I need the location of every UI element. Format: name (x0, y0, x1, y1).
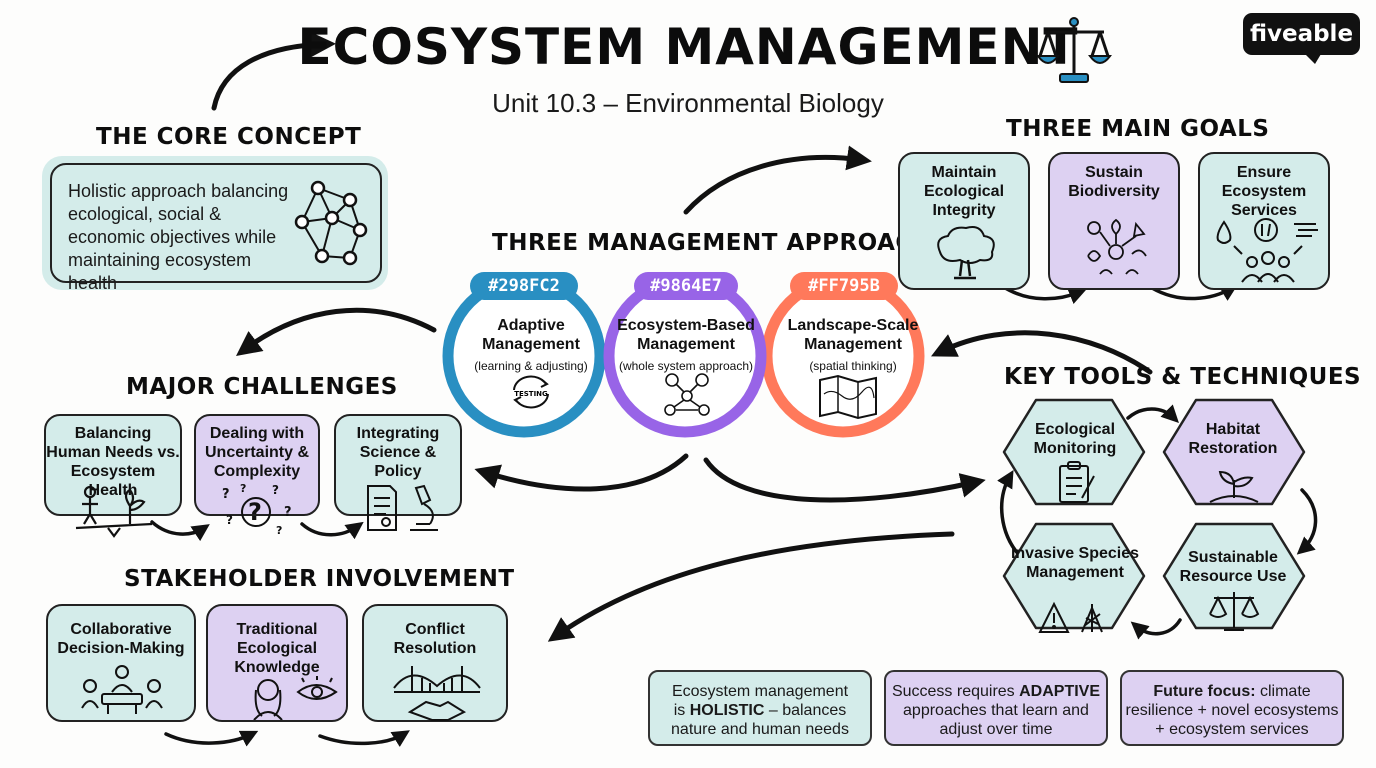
balance-icon (1209, 592, 1260, 631)
page-title: ECOSYSTEM MANAGEMENT (297, 18, 1079, 76)
summary-holistic: Ecosystem management is HOLISTIC – balan… (648, 670, 872, 746)
challenge-label: Integrating Science & Policy (356, 425, 440, 480)
approach-rings (442, 274, 925, 438)
svg-text:?: ? (226, 513, 233, 527)
question-marks-icon: ?? ?? ?? ? (222, 482, 292, 537)
goals-heading: THREE MAIN GOALS (1006, 116, 1270, 142)
warning-icon (1038, 601, 1103, 633)
landscape-code-badge: #FF795B (790, 272, 898, 300)
landscape-note: (spatial thinking) (809, 359, 897, 373)
goal-label: Ensure Ecosystem Services (1221, 164, 1307, 219)
challenge-label: Dealing with Uncertainty & Complexity (204, 425, 310, 480)
cycle-testing-icon: TESTING (513, 375, 549, 409)
ecosystem-note: (whole system approach) (618, 359, 754, 373)
testing-label: TESTING (514, 390, 548, 398)
summary-emphasis: Future focus: (1153, 683, 1256, 700)
goal-label: Maintain Ecological Integrity (923, 164, 1005, 219)
adaptive-note: (learning & adjusting) (474, 359, 588, 373)
stakeholders-heading: STAKEHOLDER INVOLVEMENT (124, 566, 515, 592)
arrow-rings-to-challenges (474, 453, 689, 492)
clipboard-icon (1059, 461, 1095, 503)
adaptive-code-badge: #298FC2 (470, 272, 578, 300)
core-concept-card (50, 163, 382, 283)
stakeholder-label: Conflict Resolution (393, 621, 477, 657)
arrow-to-goals (683, 145, 872, 215)
core-concept-heading: THE CORE CONCEPT (96, 124, 362, 150)
map-icon (819, 374, 877, 420)
goal-biodiversity: Sustain Biodiversity (1048, 152, 1180, 290)
tool-sustainable-resource: Sustainable Resource Use (1179, 549, 1287, 585)
summary-text: Ecosystem management (671, 683, 849, 700)
stakeholder-collaborative: Collaborative Decision-Making (46, 604, 196, 722)
elder-eye-icon (253, 676, 338, 720)
arrow-to-challenges (235, 307, 437, 356)
approaches-heading: THREE MANAGEMENT APPROACHES (492, 230, 966, 256)
tools-hexagons (1002, 398, 1306, 630)
svg-text:?: ? (284, 505, 292, 520)
document-microscope-icon (367, 484, 438, 531)
summary-emphasis: HOLISTIC (689, 702, 765, 719)
summary-future: Future focus: climate resilience + novel… (1120, 670, 1344, 746)
summary-emphasis: ADAPTIVE (1019, 683, 1101, 700)
core-concept-text: Holistic approach balancing ecological, … (68, 181, 289, 293)
goal-ecosystem-services: Ensure Ecosystem Services (1198, 152, 1330, 290)
challenge-science-policy: Integrating Science & Policy (334, 414, 462, 516)
stakeholder-conflict: Conflict Resolution (362, 604, 508, 722)
challenges-heading: MAJOR CHALLENGES (126, 374, 398, 400)
stakeholder-label: Collaborative Decision-Making (57, 621, 185, 657)
landscape-title: Landscape-Scale Management (787, 317, 919, 353)
goal-ecological-integrity: Maintain Ecological Integrity (898, 152, 1030, 290)
system-web-icon (664, 373, 710, 416)
adaptive-approach: Adaptive Management (learning & adjustin… (466, 316, 596, 376)
arrow-tools-to-stakeholders (547, 531, 955, 642)
svg-text:?: ? (276, 524, 282, 537)
summary-text: Success requires (891, 683, 1020, 700)
summary-adaptive: Success requires ADAPTIVE approaches tha… (884, 670, 1108, 746)
svg-text:?: ? (272, 483, 279, 497)
tool-ecological-monitoring: Ecological Monitoring (1033, 421, 1117, 457)
fiveable-logo[interactable]: fiveable (1243, 13, 1360, 64)
meeting-icon (81, 665, 163, 714)
tool-invasive-species: Invasive Species Management (1010, 545, 1140, 581)
arrow-rings-to-tools (703, 457, 986, 503)
svg-text:?: ? (222, 487, 230, 502)
network-icon (294, 180, 368, 266)
tool-habitat-restoration: Habitat Restoration (1188, 421, 1278, 457)
seesaw-icon (75, 485, 153, 538)
ecosystem-code-badge: #9864E7 (634, 272, 738, 300)
bridge-handshake-icon (393, 666, 481, 721)
stakeholder-label: Traditional Ecological Knowledge (234, 621, 320, 676)
svg-text:?: ? (240, 482, 246, 495)
services-icon (1216, 218, 1318, 283)
tools-heading: KEY TOOLS & TECHNIQUES (1004, 364, 1362, 390)
stakeholder-traditional: Traditional Ecological Knowledge (206, 604, 348, 722)
page-subtitle: Unit 10.3 – Environmental Biology (492, 88, 884, 118)
svg-text:?: ? (248, 498, 262, 526)
sprout-icon (1209, 470, 1259, 503)
landscape-approach: Landscape-Scale Management (spatial thin… (780, 316, 926, 376)
goal-label: Sustain Biodiversity (1068, 164, 1160, 200)
ecosystem-approach: Ecosystem-Based Management (whole system… (616, 316, 756, 376)
tree-icon (937, 226, 995, 280)
ecosystem-title: Ecosystem-Based Management (617, 317, 755, 353)
biodiversity-icon (1087, 218, 1147, 275)
scales-icon (1036, 17, 1112, 83)
adaptive-title: Adaptive Management (482, 317, 580, 353)
